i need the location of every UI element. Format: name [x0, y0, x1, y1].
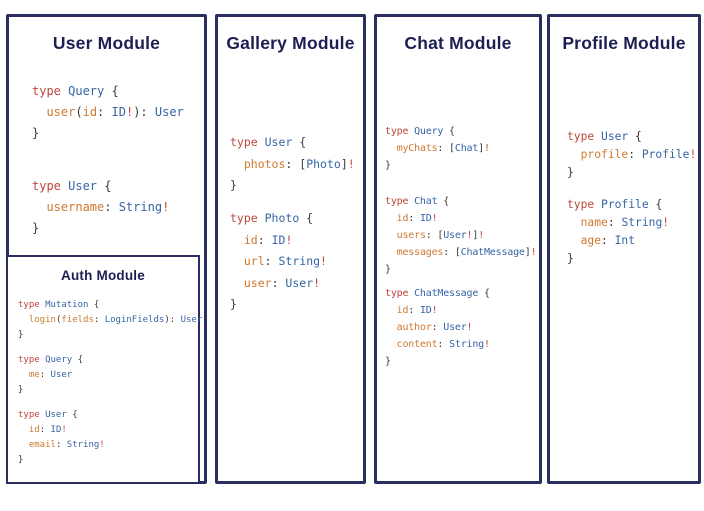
gallery-module-photo-code: type Photo { id: ID! url: String! user: … [230, 211, 327, 311]
panel-profile-module: Profile Module type User { profile: Prof… [547, 14, 701, 484]
panel-auth-module: Auth Module type Mutation { login(fields… [6, 255, 203, 484]
chat-module-title: Chat Module [404, 33, 512, 53]
auth-module-mutation-code: type Mutation { login(fields: LoginField… [18, 300, 203, 340]
panel-gallery-module: Gallery Module type User { photos: [Phot… [215, 14, 366, 484]
profile-module-user-code: type User { profile: Profile!} [567, 130, 697, 179]
auth-module-user-code: type User { id: ID! email: String!} [18, 410, 105, 465]
gallery-module-user-code: type User { photos: [Photo]!} [230, 135, 355, 192]
chat-module-chat-code: type Chat { id: ID! users: [User!]! mess… [385, 196, 537, 275]
user-module-title: User Module [52, 33, 161, 53]
profile-module-title: Profile Module [562, 33, 686, 53]
gallery-module-title: Gallery Module [226, 33, 355, 53]
profile-module-profile-code: type Profile { name: String! age: Int} [567, 198, 670, 265]
panel-chat-module: Chat Module type Query { myChats: [Chat]… [374, 14, 542, 484]
chat-module-query-code: type Query { myChats: [Chat]!} [385, 126, 490, 171]
auth-module-title: Auth Module [61, 268, 145, 283]
auth-module-query-code: type Query { me: User} [18, 355, 84, 395]
user-module-query-code: type Query { user(id: ID!): User} [32, 84, 184, 140]
user-module-user-code: type User { username: String!} [32, 179, 170, 235]
chat-module-chatmessage-code: type ChatMessage { id: ID! author: User!… [385, 288, 490, 367]
